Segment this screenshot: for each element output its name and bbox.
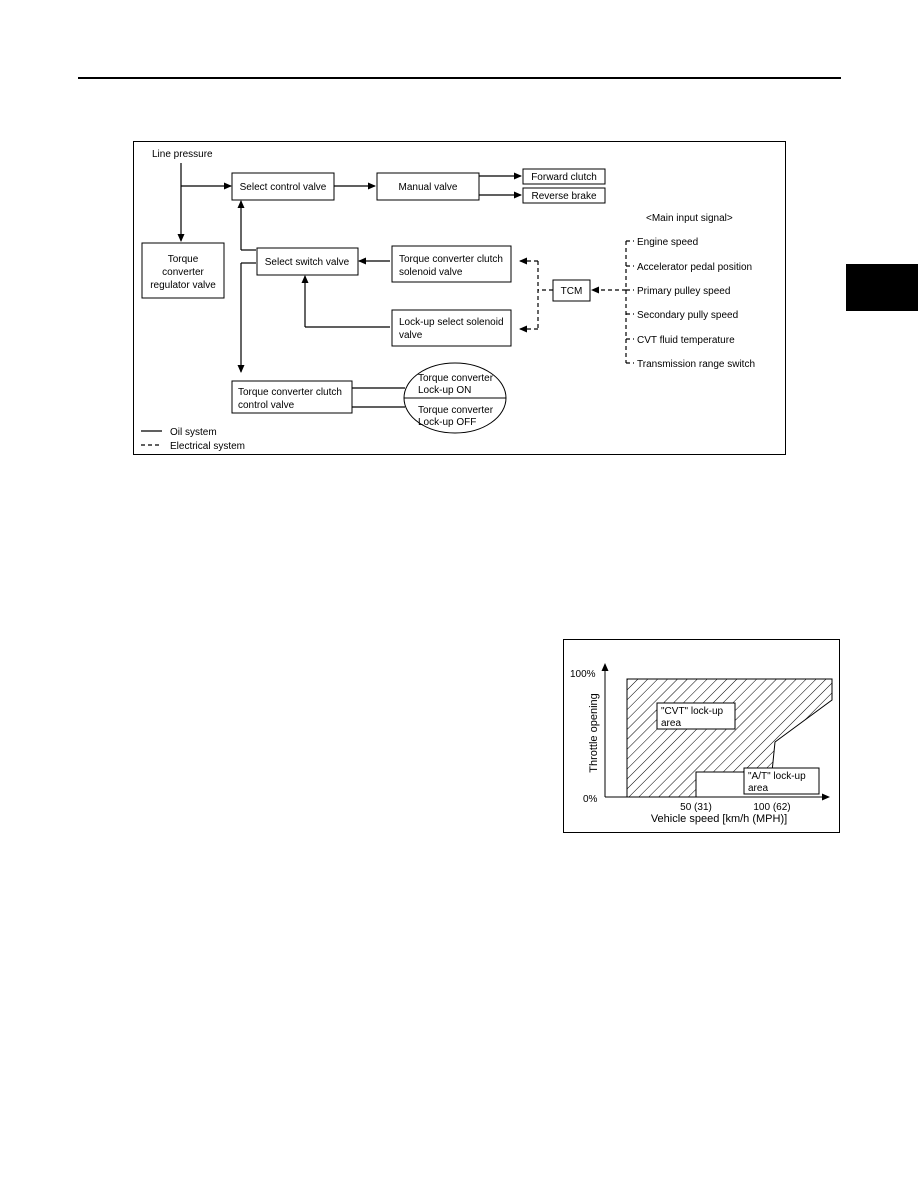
header-rule xyxy=(78,77,841,79)
svg-text:Torque converter clutch: Torque converter clutch xyxy=(399,254,503,265)
input-signal: Primary pulley speed xyxy=(637,286,730,297)
input-signal: Accelerator pedal position xyxy=(637,262,752,273)
regulator-valve-box: Torque converter regulator valve xyxy=(141,242,225,299)
x-tick-label: 50 (31) xyxy=(680,802,712,813)
at-area-label: "A/T" lock-up area xyxy=(743,767,820,795)
reverse-brake-box: Reverse brake xyxy=(522,187,606,204)
y-top-label: 100% xyxy=(570,669,596,680)
input-signal: Engine speed xyxy=(637,237,698,248)
electrical-lines xyxy=(519,240,634,364)
lockup-chart-svg: 100% 0% Throttle opening 50 (31) 100 (62… xyxy=(570,663,833,825)
y-axis-label: Throttle opening xyxy=(588,693,600,773)
svg-text:Lock-up OFF: Lock-up OFF xyxy=(418,417,476,428)
x-tick-label: 100 (62) xyxy=(753,802,790,813)
diagram-svg: Line pressure Select control valve xyxy=(141,149,755,452)
lockup-on-label: Torque converter xyxy=(418,373,494,384)
svg-text:"CVT" lock-up: "CVT" lock-up xyxy=(661,706,724,717)
svg-text:Lock-up select solenoid: Lock-up select solenoid xyxy=(399,317,504,328)
svg-text:Torque converter clutch: Torque converter clutch xyxy=(238,387,342,398)
cvt-area-label: "CVT" lock-up area xyxy=(656,702,736,730)
svg-text:control valve: control valve xyxy=(238,400,295,411)
svg-text:area: area xyxy=(748,783,768,794)
legend-electrical: Electrical system xyxy=(170,441,245,452)
oil-lines xyxy=(177,163,522,408)
svg-text:Select control valve: Select control valve xyxy=(240,182,327,193)
tcc-control-valve-box: Torque converter clutch control valve xyxy=(231,380,353,414)
manual-valve-box: Manual valve xyxy=(376,172,480,201)
svg-text:Lock-up ON: Lock-up ON xyxy=(418,385,471,396)
select-control-valve-box: Select control valve xyxy=(231,172,335,201)
input-signal: Secondary pully speed xyxy=(637,310,738,321)
svg-text:valve: valve xyxy=(399,330,423,341)
input-signal-list: Engine speed Accelerator pedal position … xyxy=(637,237,755,370)
line-pressure-label: Line pressure xyxy=(152,149,213,160)
tcc-solenoid-valve-box: Torque converter clutch solenoid valve xyxy=(391,245,512,283)
svg-text:Reverse brake: Reverse brake xyxy=(531,191,596,202)
svg-text:"A/T" lock-up: "A/T" lock-up xyxy=(748,771,806,782)
x-axis-label: Vehicle speed [km/h (MPH)] xyxy=(651,813,787,825)
input-signal: CVT fluid temperature xyxy=(637,335,735,346)
svg-text:area: area xyxy=(661,718,681,729)
svg-text:Forward clutch: Forward clutch xyxy=(531,172,597,183)
forward-clutch-box: Forward clutch xyxy=(522,168,606,185)
svg-text:converter: converter xyxy=(162,267,204,278)
section-tab xyxy=(846,264,918,311)
svg-text:Select switch valve: Select switch valve xyxy=(265,257,350,268)
svg-text:TCM: TCM xyxy=(561,286,583,297)
y-bottom-label: 0% xyxy=(583,794,598,805)
svg-text:regulator valve: regulator valve xyxy=(150,280,216,291)
legend-oil: Oil system xyxy=(170,427,217,438)
svg-text:Manual valve: Manual valve xyxy=(399,182,458,193)
select-switch-valve-box: Select switch valve xyxy=(256,247,359,276)
diagram-legend: Oil system Electrical system xyxy=(141,427,245,452)
input-signal: Transmission range switch xyxy=(637,359,755,370)
lockup-off-label: Torque converter xyxy=(418,405,494,416)
svg-text:Torque: Torque xyxy=(168,254,199,265)
svg-text:solenoid valve: solenoid valve xyxy=(399,267,463,278)
tcm-box: TCM xyxy=(552,279,591,302)
main-input-header: <Main input signal> xyxy=(646,213,733,224)
lockup-state-ellipse: Torque converter Lock-up ON Torque conve… xyxy=(403,362,507,434)
lockup-select-solenoid-box: Lock-up select solenoid valve xyxy=(391,309,512,347)
